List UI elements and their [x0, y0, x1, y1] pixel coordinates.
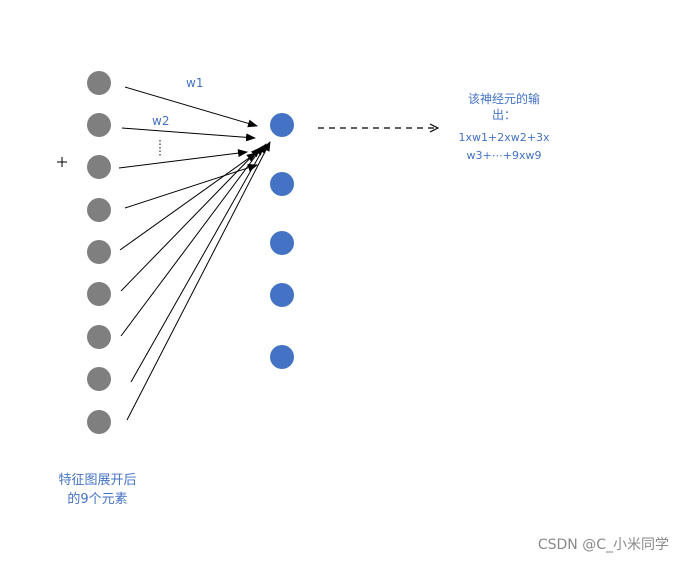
input-node-2 — [87, 113, 111, 137]
output-nodes — [270, 113, 294, 369]
connection-arrow-4 — [124, 163, 258, 209]
weight-label-w2: w2 — [152, 114, 170, 128]
output-node-1 — [270, 113, 294, 137]
connection-arrow-1 — [124, 86, 258, 128]
input-nodes — [87, 71, 111, 434]
input-node-4 — [87, 198, 111, 222]
crosshair-icon — [57, 157, 67, 167]
input-node-7 — [87, 325, 111, 349]
connection-arrow-8 — [130, 143, 267, 383]
connection-arrows — [118, 86, 271, 421]
input-caption-line2: 的9个元素 — [67, 492, 128, 507]
output-node-5 — [270, 345, 294, 369]
input-node-8 — [87, 367, 111, 391]
weight-label-w1: w1 — [186, 76, 204, 90]
output-label-line2: 出： — [491, 108, 516, 122]
connection-arrow-7 — [120, 145, 264, 337]
connection-arrow-6 — [120, 147, 261, 292]
input-node-6 — [87, 282, 111, 306]
output-label-line1: 该神经元的输 — [467, 92, 540, 106]
output-formula-line2: w3+⋯+9xw9 — [466, 149, 542, 162]
input-node-9 — [87, 410, 111, 434]
output-formula-line1: 1xw1+2xw2+3x — [458, 131, 550, 144]
input-node-1 — [87, 71, 111, 95]
output-node-2 — [270, 172, 294, 196]
watermark: CSDN @C_小米同学 — [537, 537, 669, 553]
input-node-3 — [87, 155, 111, 179]
connection-arrow-2 — [121, 127, 256, 142]
connection-arrow-9 — [126, 141, 271, 421]
output-node-3 — [270, 231, 294, 255]
input-caption-line1: 特征图展开后 — [58, 473, 137, 488]
connection-arrow-3 — [118, 149, 248, 169]
input-node-5 — [87, 240, 111, 264]
output-node-4 — [270, 283, 294, 307]
connection-arrow-5 — [119, 152, 257, 251]
